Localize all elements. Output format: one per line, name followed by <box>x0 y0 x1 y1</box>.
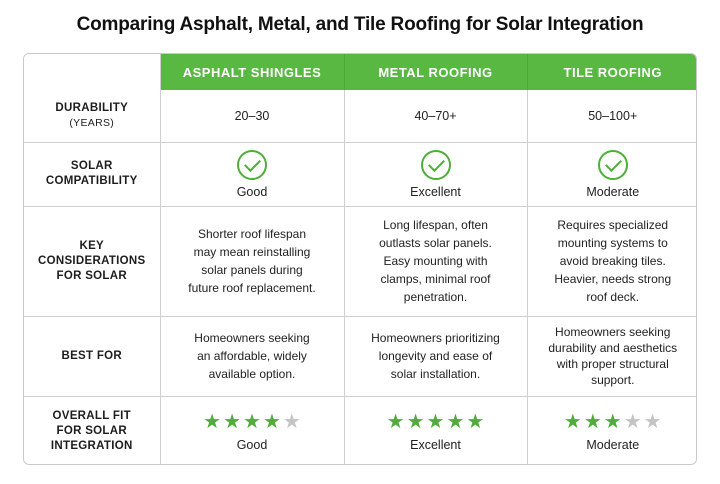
page-title: Comparing Asphalt, Metal, and Tile Roofi… <box>76 14 644 35</box>
key-asphalt: Shorter roof lifespan may mean reinstall… <box>159 205 345 317</box>
header-row: ASPHALT SHINGLES METAL ROOFING TILE ROOF… <box>24 54 696 90</box>
solar-tile: Moderate <box>526 141 696 207</box>
row-durability: DURABILITY (YEARS) 20–30 40–70+ 50–100+ <box>24 90 696 143</box>
corner-cell <box>24 54 161 90</box>
star-filled-icon: ★ <box>583 408 602 433</box>
star-filled-icon: ★ <box>446 408 465 433</box>
star-rating: ★★★★★ <box>161 411 344 431</box>
star-filled-icon: ★ <box>386 408 405 433</box>
fit-metal: ★★★★★ Excellent <box>343 395 528 464</box>
star-filled-icon: ★ <box>243 408 261 433</box>
row-key-considerations: KEY CONSIDERATIONS FOR SOLAR Shorter roo… <box>24 205 696 317</box>
star-empty-icon: ★ <box>643 408 662 433</box>
comparison-table: ASPHALT SHINGLES METAL ROOFING TILE ROOF… <box>23 53 697 465</box>
row-header-overall-fit: OVERALL FIT FOR SOLAR INTEGRATION <box>24 395 161 464</box>
row-overall-fit: OVERALL FIT FOR SOLAR INTEGRATION ★★★★★ … <box>24 395 697 464</box>
star-filled-icon: ★ <box>223 408 242 433</box>
star-filled-icon: ★ <box>603 408 622 433</box>
row-header-best-for: BEST FOR <box>24 315 161 397</box>
column-header-metal: METAL ROOFING <box>343 54 528 90</box>
solar-metal: Excellent <box>343 141 528 207</box>
star-filled-icon: ★ <box>466 408 485 433</box>
key-metal: Long lifespan, often outlasts solar pane… <box>343 205 528 317</box>
row-header-solar-compatibility: SOLAR COMPATIBILITY <box>24 141 161 207</box>
fit-tile: ★★★★★ Moderate <box>526 395 697 464</box>
row-solar-compatibility: SOLAR COMPATIBILITY Good Excellent Moder… <box>24 141 696 207</box>
star-empty-icon: ★ <box>282 408 301 433</box>
best-metal: Homeowners prioritizing longevity and ea… <box>343 315 528 397</box>
check-circle-icon <box>420 149 451 180</box>
best-asphalt: Homeowners seeking an affordable, widely… <box>159 315 345 397</box>
star-filled-icon: ★ <box>262 408 281 433</box>
star-filled-icon: ★ <box>406 408 425 433</box>
star-filled-icon: ★ <box>426 408 445 433</box>
column-header-tile: TILE ROOFING <box>526 54 696 90</box>
durability-metal: 40–70+ <box>343 90 528 143</box>
solar-asphalt: Good <box>159 141 345 207</box>
star-filled-icon: ★ <box>203 408 222 433</box>
check-circle-icon <box>597 149 628 180</box>
row-best-for: BEST FOR Homeowners seeking an affordabl… <box>24 315 696 397</box>
durability-tile: 50–100+ <box>526 90 696 143</box>
star-rating: ★★★★★ <box>528 408 697 433</box>
fit-asphalt: ★★★★★ Good <box>159 395 345 464</box>
star-empty-icon: ★ <box>623 408 642 433</box>
star-filled-icon: ★ <box>563 408 582 433</box>
star-rating: ★★★★★ <box>345 411 527 431</box>
row-header-key-considerations: KEY CONSIDERATIONS FOR SOLAR <box>24 205 161 317</box>
column-header-asphalt: ASPHALT SHINGLES <box>159 54 345 90</box>
row-header-durability: DURABILITY (YEARS) <box>24 90 161 143</box>
key-tile: Requires specialized mounting systems to… <box>526 205 696 317</box>
check-circle-icon <box>237 149 267 180</box>
best-tile: Homeowners seeking durability and aesthe… <box>526 315 696 397</box>
durability-asphalt: 20–30 <box>159 90 345 143</box>
